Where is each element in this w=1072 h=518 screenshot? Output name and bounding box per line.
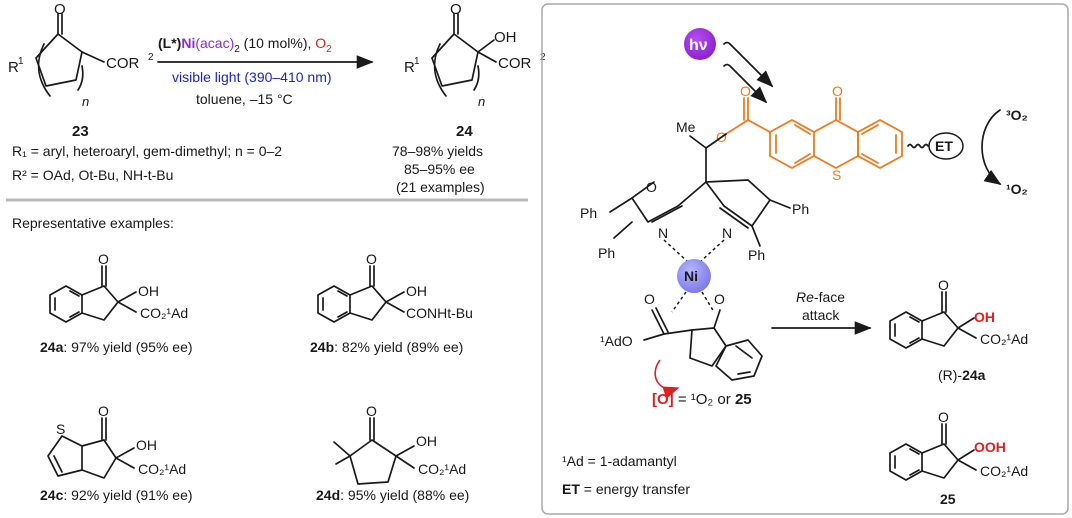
svg-text:2: 2 [148,52,154,63]
singlet-oxygen: ¹O₂ [1006,181,1028,197]
oxidant-attack-arrow [654,359,680,399]
svg-text:O: O [938,409,949,425]
product-r-24a: O OH CO₂¹Ad (R)-24a [889,277,1028,383]
nickel-enolate: O O ¹AdO [600,291,763,381]
svg-text:O: O [938,277,949,293]
svg-text:25: 25 [940,491,956,507]
reaction-conditions: (L*)Ni(acac)2 (10 mol%), O2 visible ligh… [158,35,332,107]
svg-text:(L*)Ni(acac)2 (10 mol%), O2: (L*)Ni(acac)2 (10 mol%), O2 [158,35,332,55]
reactant-label: 23 [72,123,89,140]
svg-text:24a: 97% yield (95% ee): 24a: 97% yield (95% ee) [40,339,193,355]
svg-text:1: 1 [18,56,24,67]
light-condition: visible light (390–410 nm) [172,69,332,85]
et-badge: ET [928,132,964,160]
svg-text:O: O [832,83,843,99]
svg-text:S: S [56,421,65,437]
svg-text:24c: 92% yield (91% ee): 24c: 92% yield (91% ee) [40,487,193,503]
section-title: Representative examples: [12,215,174,231]
svg-text:N: N [722,225,732,241]
svg-text:CO₂¹Ad: CO₂¹Ad [138,461,186,477]
footnote-adamantyl: ¹Ad = 1-adamantyl [562,453,677,469]
product-25: O OOH CO₂¹Ad 25 [889,409,1028,507]
mechanism-panel [541,3,1069,515]
svg-text:hν: hν [689,37,708,54]
nickel-center: Ni [677,259,711,293]
product-24-structure: O OH R 1 COR 2 n 24 [404,1,546,140]
triplet-oxygen: ³O₂ [1006,107,1028,123]
svg-text:1: 1 [414,56,420,67]
r2-definition: R² = OAd, Ot-Bu, NH-t-Bu [12,167,173,183]
svg-text:2: 2 [540,52,546,63]
svg-text:O: O [366,403,377,419]
svg-text:O: O [646,179,657,195]
oxidant-equation: [O] = ¹O₂ or 25 [652,391,752,408]
oxygen-conversion-arrow [981,109,1002,185]
svg-text:OOH: OOH [974,439,1006,455]
svg-text:¹AdO: ¹AdO [600,333,633,349]
solvent-temp: toluene, –15 °C [196,91,293,107]
svg-text:OH: OH [416,433,437,449]
svg-text:OH: OH [406,283,427,299]
svg-text:CO₂¹Ad: CO₂¹Ad [140,305,188,321]
svg-text:O: O [98,403,109,419]
r1-definition: R₁ = aryl, heteroaryl, gem-dimethyl; n =… [12,143,282,159]
reactant-23-structure: O R 1 COR 2 n 23 [8,1,154,140]
thioxanthone-photosensitizer: O O O S [716,83,903,183]
svg-text:24b: 82% yield (89% ee): 24b: 82% yield (89% ee) [310,339,463,355]
svg-text:CONHt-Bu: CONHt-Bu [406,305,473,321]
svg-text:Ph: Ph [598,245,615,261]
svg-text:O: O [714,291,725,307]
svg-text:Re-face: Re-face [796,289,845,305]
example-24c: S O OH CO₂¹Ad 24c: 92% yield (91% ee) [40,403,193,503]
product-cor: COR [498,55,532,72]
svg-text:OH: OH [138,283,159,299]
svg-text:O: O [644,291,655,307]
svg-text:78–98% yields: 78–98% yields [392,143,483,159]
svg-text:Ph: Ph [792,201,809,217]
svg-text:N: N [658,225,668,241]
svg-text:CO₂¹Ad: CO₂¹Ad [418,461,466,477]
reactant-r1: R [8,59,19,76]
light-wave-2 [723,63,768,104]
reactant-cor: COR [106,55,140,72]
svg-text:24d: 95% yield (88% ee): 24d: 95% yield (88% ee) [316,487,469,503]
svg-text:ET: ET [935,138,953,154]
hv-badge: hν [684,28,716,60]
product-label: 24 [456,123,473,140]
svg-text:R: R [404,59,415,76]
svg-text:O: O [98,251,109,267]
svg-text:Ph: Ph [580,205,597,221]
svg-text:(21 examples): (21 examples) [396,179,485,195]
product-oh: OH [494,29,517,46]
light-wave-1 [723,41,774,88]
svg-text:CO₂¹Ad: CO₂¹Ad [980,463,1028,479]
example-24a: O OH CO₂¹Ad 24a: 97% yield (95% ee) [40,251,193,355]
footnote-et: ET = energy transfer [562,481,690,497]
svg-text:OH: OH [136,437,157,453]
svg-text:O: O [366,251,377,267]
svg-text:Ph: Ph [748,247,765,263]
svg-text:(R)-24a: (R)-24a [938,367,986,383]
svg-text:OH: OH [974,309,995,325]
svg-text:O: O [740,83,751,99]
reactant-carbonyl-o: O [54,1,66,18]
ligand-scaffold: Me O Ph Ph N N Ph Ph [580,119,809,263]
example-24b: O OH CONHt-Bu 24b: 82% yield (89% ee) [310,251,473,355]
et-wave [907,143,929,149]
example-24d: O OH CO₂¹Ad 24d: 95% yield (88% ee) [316,403,469,503]
svg-text:n: n [478,94,485,109]
svg-text:attack: attack [802,307,840,323]
svg-text:O: O [450,1,462,18]
results-summary: 78–98% yields 85–95% ee (21 examples) [392,143,485,195]
svg-text:CO₂¹Ad: CO₂¹Ad [980,331,1028,347]
svg-text:Me: Me [676,119,696,135]
svg-text:S: S [832,167,841,183]
svg-text:85–95% ee: 85–95% ee [404,161,475,177]
reactant-n: n [82,94,89,109]
svg-text:Ni: Ni [684,268,698,284]
